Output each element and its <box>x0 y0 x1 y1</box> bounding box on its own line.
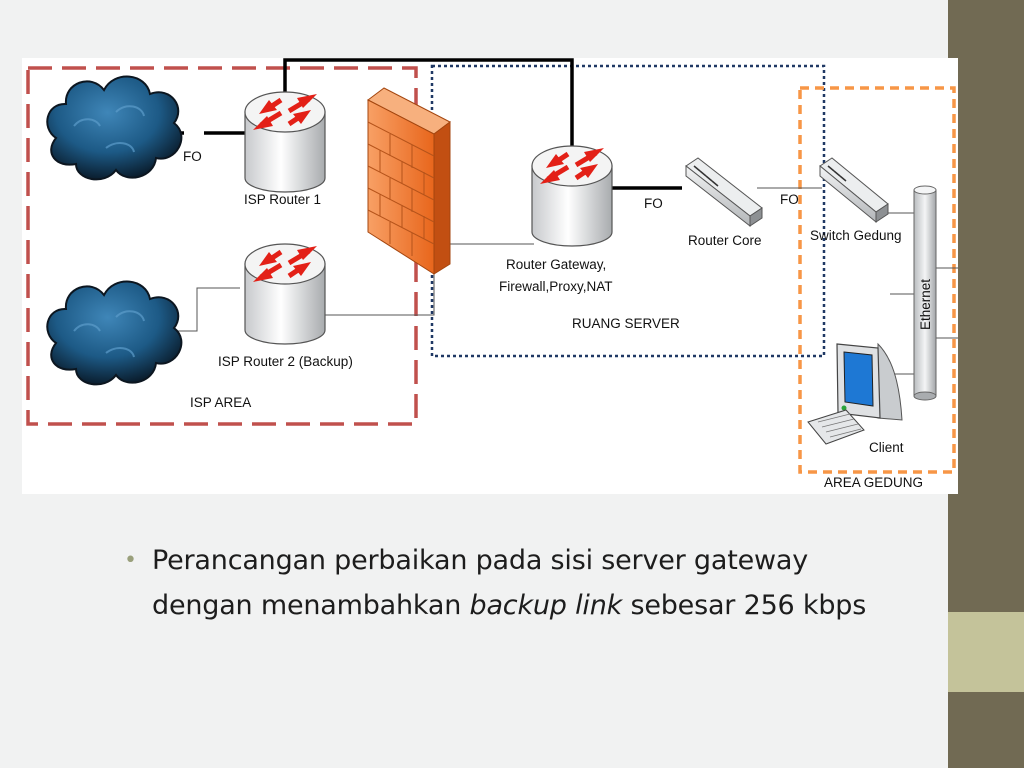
client-computer <box>807 342 903 445</box>
switch-gedung-label: Switch Gedung <box>810 228 902 243</box>
sidebar-lower-stripe <box>948 692 1024 768</box>
bullet-marker: • <box>124 548 137 573</box>
building-area-label: AREA GEDUNG <box>824 475 923 490</box>
client-label: Client <box>869 440 904 455</box>
fo-gateway-label: FO <box>644 196 663 211</box>
isp-router-1-label: ISP Router 1 <box>244 192 321 207</box>
diagram-labels: FO ISP Router 1 ISP Router 2 (Backup) IS… <box>183 149 933 490</box>
network-diagram-canvas: FO ISP Router 1 ISP Router 2 (Backup) IS… <box>26 58 958 490</box>
caption-text: Perancangan perbaikan pada sisi server g… <box>152 538 912 628</box>
isp-router-1 <box>245 92 325 192</box>
isp-router-2 <box>245 244 325 344</box>
switch-gedung-device <box>819 157 889 224</box>
ethernet-label: Ethernet <box>918 279 933 330</box>
caption-text-part2: sebesar 256 kbps <box>622 590 867 621</box>
internet-cloud-1 <box>46 75 183 181</box>
router-core-device <box>685 157 763 228</box>
fo-core-label: FO <box>780 192 799 207</box>
caption-emphasis: backup link <box>469 590 623 621</box>
sidebar-upper-stripe <box>948 0 1024 612</box>
isp-area-label: ISP AREA <box>190 395 251 410</box>
caption-text-part1: Perancangan perbaikan pada sisi server g… <box>152 545 809 621</box>
ethernet-bus <box>913 185 937 401</box>
sidebar-middle-stripe <box>948 612 1024 692</box>
router-gateway <box>532 146 612 246</box>
fo-isp-label: FO <box>183 149 202 164</box>
router-core-label: Router Core <box>688 233 762 248</box>
network-diagram: FO ISP Router 1 ISP Router 2 (Backup) IS… <box>22 58 958 494</box>
router-gateway-label-2: Firewall,Proxy,NAT <box>499 279 613 294</box>
firewall <box>367 87 451 275</box>
router-gateway-label-1: Router Gateway, <box>506 257 606 272</box>
isp-router-2-label: ISP Router 2 (Backup) <box>218 354 353 369</box>
building-area-box <box>798 86 956 474</box>
server-room-area-box <box>430 64 826 358</box>
internet-cloud-2 <box>46 280 183 386</box>
server-room-label: RUANG SERVER <box>572 316 680 331</box>
